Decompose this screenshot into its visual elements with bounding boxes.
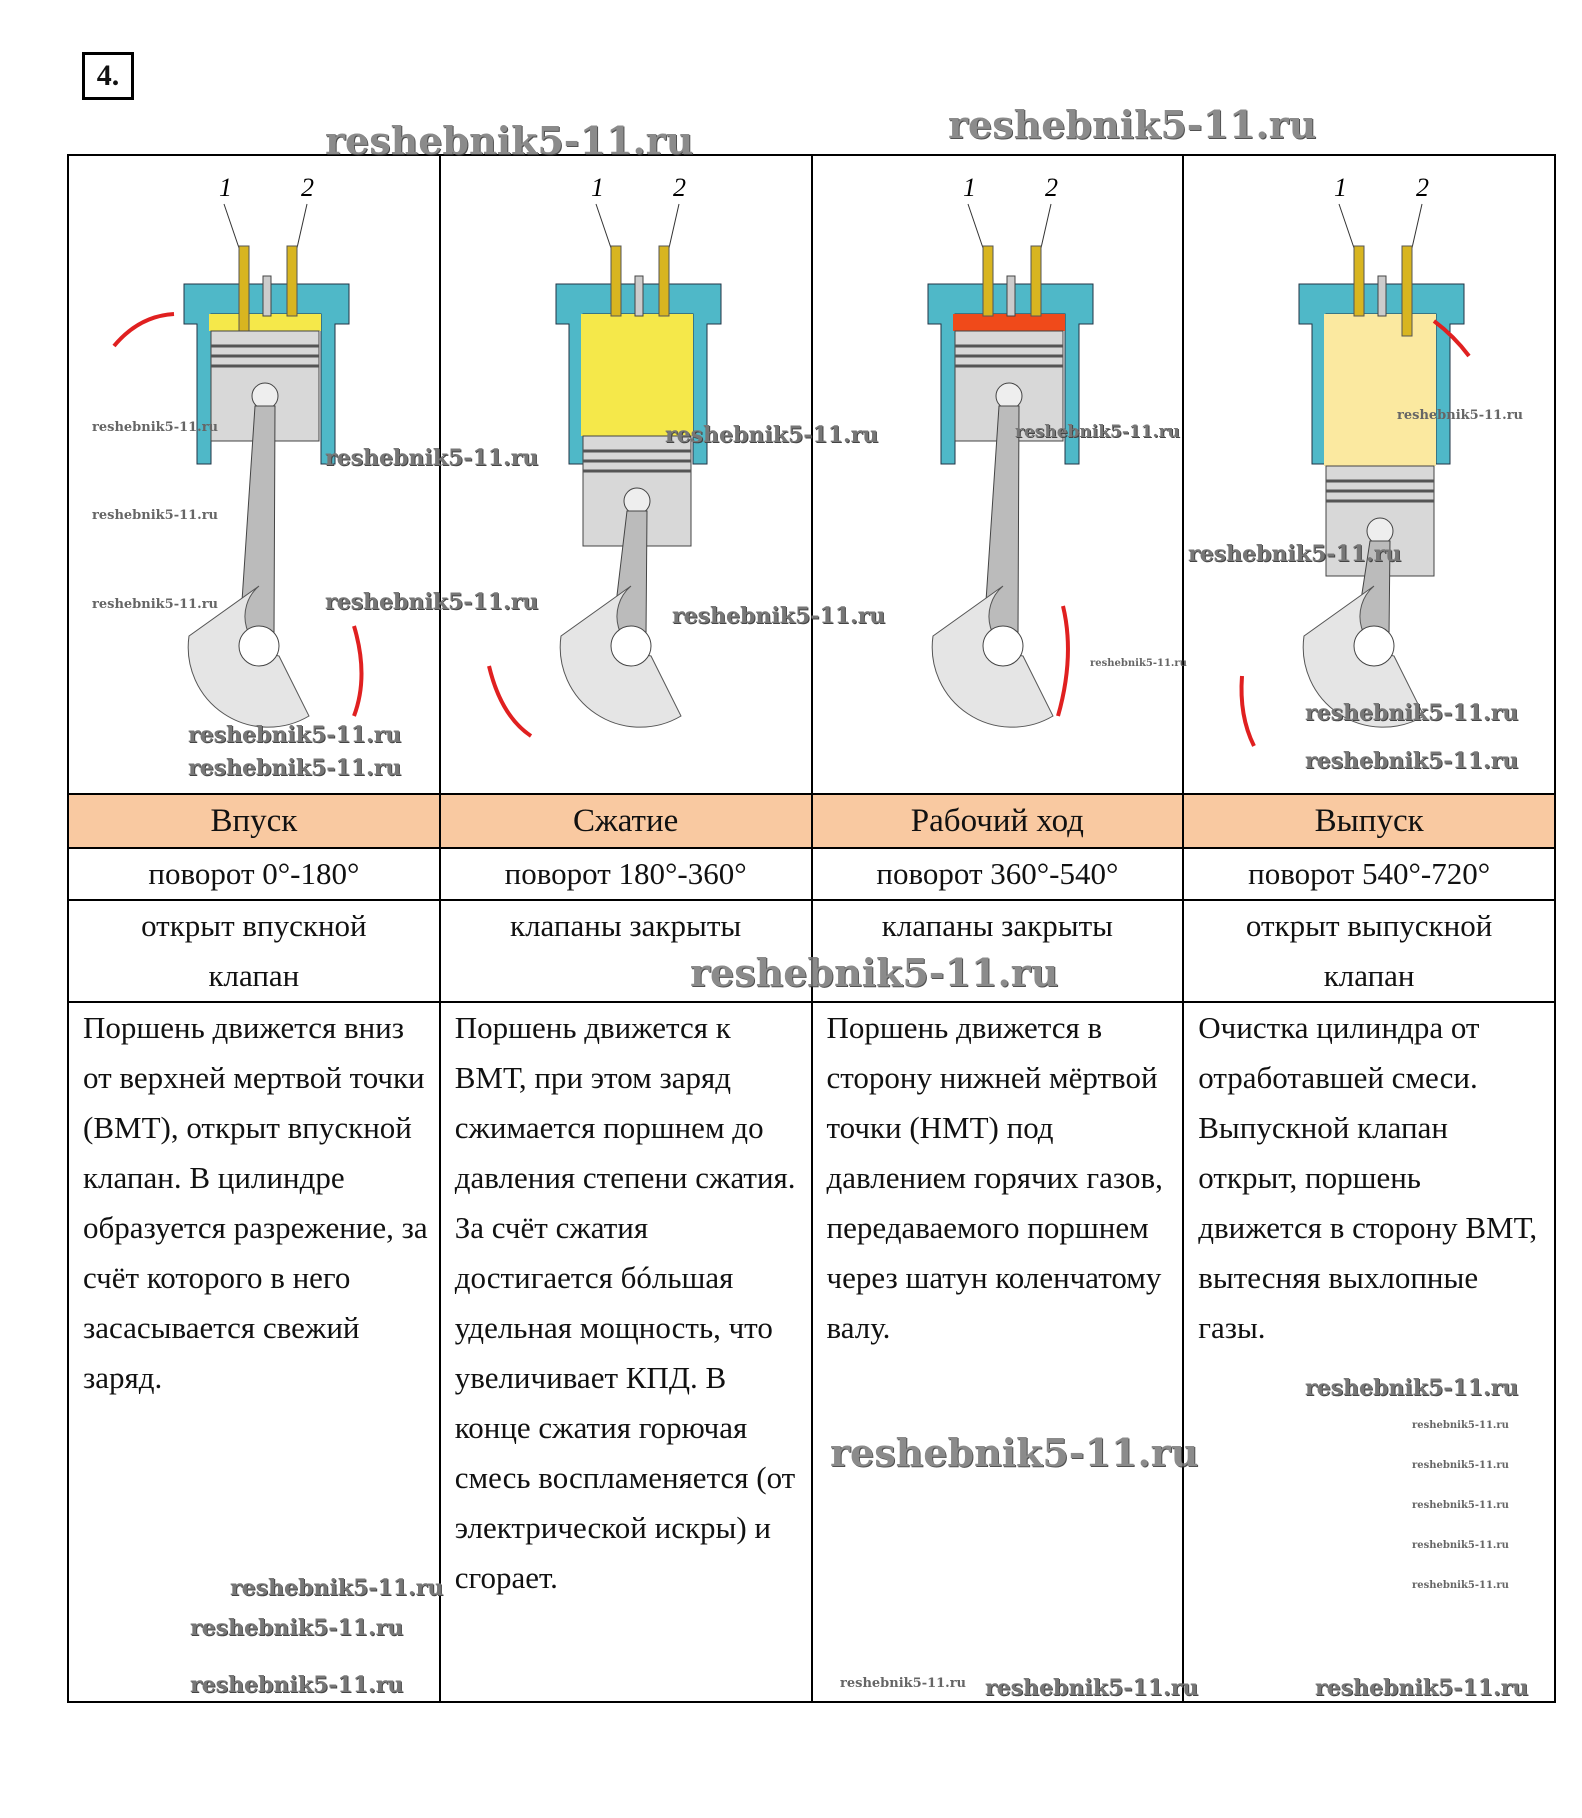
watermark: reshebnik5-11.ru <box>1305 748 1519 774</box>
spark-plug <box>262 275 272 317</box>
valve-label-2: 2 <box>301 173 314 202</box>
piston-pin <box>995 382 1022 410</box>
spark-plug <box>1006 275 1015 317</box>
description: Очистка цилиндра от отработавшей смеси. … <box>1182 1001 1556 1703</box>
rotation: поворот 360°-540° <box>810 847 1185 901</box>
watermark: reshebnik5-11.ru <box>1412 1580 1509 1591</box>
piston-pin <box>623 487 651 515</box>
watermark: reshebnik5-11.ru <box>92 597 219 612</box>
watermark: reshebnik5-11.ru <box>665 422 879 448</box>
watermark: reshebnik5-11.ru <box>840 1676 967 1691</box>
watermark: reshebnik5-11.ru <box>188 722 402 748</box>
watermark: reshebnik5-11.ru <box>1412 1500 1509 1511</box>
valve-state: клапаны закрыты <box>438 899 813 1003</box>
valve-label-1: 1 <box>219 173 232 202</box>
watermark: reshebnik5-11.ru <box>190 1672 404 1698</box>
exhaust-valve <box>1401 245 1413 337</box>
crank-journal <box>610 625 652 667</box>
exhaust-valve <box>1030 245 1041 317</box>
watermark: reshebnik5-11.ru <box>985 1675 1199 1701</box>
rotation-arrow-icon <box>1433 319 1471 358</box>
exhaust-valve <box>658 245 670 317</box>
exhaust-valve <box>286 245 298 317</box>
watermark: reshebnik5-11.ru <box>1305 700 1519 726</box>
intake-valve <box>982 245 993 317</box>
rotation: поворот 180°-360° <box>438 847 813 901</box>
description: Поршень движется вниз от верхней мертвой… <box>67 1001 441 1703</box>
rotation-arrow-icon <box>1239 675 1257 747</box>
watermark: reshebnik5-11.ru <box>230 1575 444 1601</box>
watermark: reshebnik5-11.ru <box>1397 408 1524 423</box>
valve-label-1: 1 <box>1334 173 1347 202</box>
valve-label-1: 1 <box>591 173 604 202</box>
valve-state: открыт впускной клапан <box>67 899 441 1003</box>
watermark: reshebnik5-11.ru <box>190 1615 404 1641</box>
description: Поршень движется к ВМТ, при этом заряд с… <box>438 1001 813 1703</box>
spark-plug <box>1377 275 1387 317</box>
rotation-arrow-icon <box>352 625 364 717</box>
combustion-chamber <box>1324 314 1437 466</box>
watermark: reshebnik5-11.ru <box>690 950 1059 995</box>
rotation-arrow-icon <box>486 665 532 738</box>
watermark: reshebnik5-11.ru <box>325 118 694 163</box>
valve-state: клапаны закрыты <box>810 899 1185 1003</box>
watermark: reshebnik5-11.ru <box>1315 1675 1529 1701</box>
watermark: reshebnik5-11.ru <box>948 102 1317 147</box>
watermark: reshebnik5-11.ru <box>1188 541 1402 567</box>
valve-label-1: 1 <box>963 173 976 202</box>
task-number: 4. <box>82 52 134 100</box>
rotation-arrow-icon <box>1055 605 1070 717</box>
watermark: reshebnik5-11.ru <box>830 1430 1199 1475</box>
combustion-chamber <box>952 314 1065 331</box>
valve-label-2: 2 <box>1416 173 1429 202</box>
rotation: поворот 0°-180° <box>67 847 441 901</box>
rotation-arrow-icon <box>112 312 175 348</box>
stroke-name: Рабочий ход <box>810 793 1185 849</box>
valve-label-2: 2 <box>1045 173 1058 202</box>
watermark: reshebnik5-11.ru <box>672 603 886 629</box>
watermark: reshebnik5-11.ru <box>1015 422 1180 442</box>
watermark: reshebnik5-11.ru <box>1412 1420 1509 1431</box>
piston-pin <box>251 382 279 410</box>
spark-plug <box>634 275 644 317</box>
intake-valve <box>238 245 250 337</box>
valve-label-2: 2 <box>673 173 686 202</box>
description: Поршень движется в сторону нижней мёртво… <box>810 1001 1185 1703</box>
stroke-name: Выпуск <box>1182 793 1556 849</box>
intake-valve <box>610 245 622 317</box>
watermark: reshebnik5-11.ru <box>92 420 219 435</box>
valve-state: открыт выпускной клапан <box>1182 899 1556 1003</box>
watermark: reshebnik5-11.ru <box>1305 1375 1519 1401</box>
watermark: reshebnik5-11.ru <box>1412 1540 1509 1551</box>
combustion-chamber <box>580 314 693 436</box>
rotation: поворот 540°-720° <box>1182 847 1556 901</box>
crank-journal <box>1353 625 1395 667</box>
combustion-chamber <box>209 314 321 331</box>
intake-valve <box>1353 245 1365 317</box>
stroke-name: Впуск <box>67 793 441 849</box>
watermark: reshebnik5-11.ru <box>1412 1460 1509 1471</box>
crank-journal <box>982 625 1023 667</box>
watermark: reshebnik5-11.ru <box>92 508 219 523</box>
watermark: reshebnik5-11.ru <box>188 755 402 781</box>
crank-journal <box>238 625 280 667</box>
watermark: reshebnik5-11.ru <box>1090 658 1187 669</box>
stroke-name: Сжатие <box>438 793 813 849</box>
watermark: reshebnik5-11.ru <box>325 589 539 615</box>
watermark: reshebnik5-11.ru <box>325 445 539 471</box>
